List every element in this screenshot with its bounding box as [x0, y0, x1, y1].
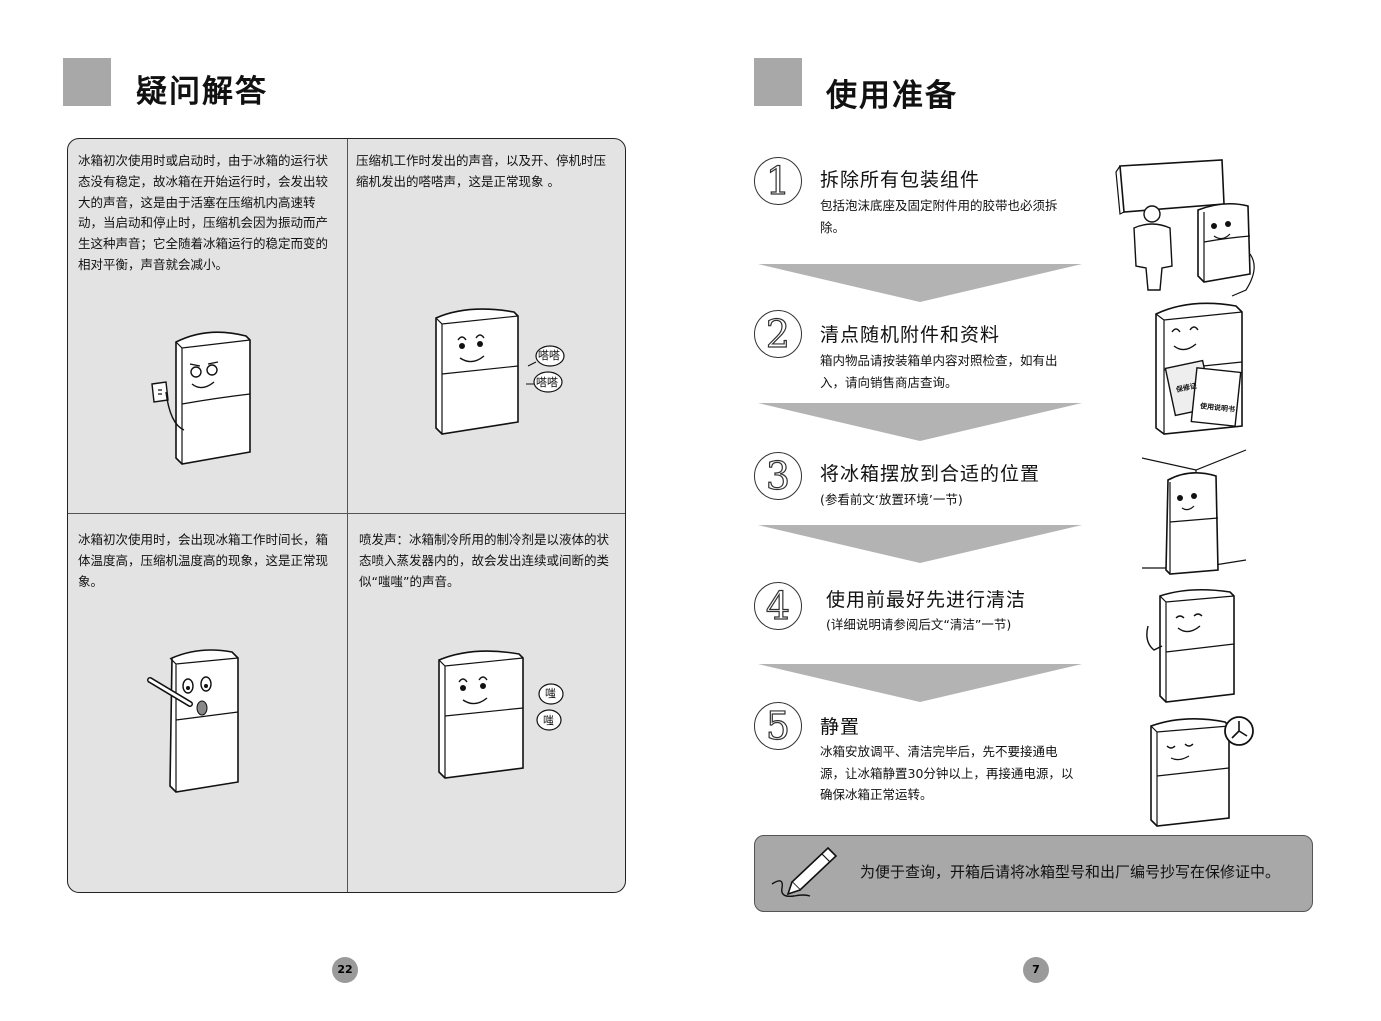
- tip-box: [754, 835, 1313, 912]
- right-page-number: 7: [1023, 957, 1049, 983]
- qa-text-4: 喷发声：冰箱制冷所用的制冷剂是以液体的状态喷入蒸发器内的，故会发出连续或间断的类…: [359, 532, 610, 589]
- speech-bubble-icon: 嗤: [545, 687, 556, 700]
- step-arrow-2: [758, 403, 1082, 441]
- qa-vertical-divider: [347, 139, 348, 892]
- step-3-number: 3: [765, 453, 791, 498]
- left-header-square: [63, 58, 111, 106]
- step-2-circle: [754, 310, 802, 358]
- speech-bubble-icon: 嗒嗒: [536, 376, 558, 389]
- step-5-desc: 冰箱安放调平、清洁完毕后，先不要接通电源，让冰箱静置30分钟以上，再接通电源，以…: [820, 744, 1074, 802]
- right-header-square: [754, 58, 802, 106]
- step-1-circle: [754, 157, 802, 205]
- qa-panel: 冰箱初次使用时或启动时，由于冰箱的运行状态没有稳定，故冰箱在开始运行时，会发出较…: [67, 138, 626, 893]
- qa-text-2: 压缩机工作时发出的声音，以及开、停机时压缩机发出的嗒嗒声，这是正常现象 。: [356, 153, 607, 189]
- clock-icon: [1222, 714, 1256, 748]
- left-page-title: 疑问解答: [136, 74, 268, 110]
- speech-bubble-icon: 嗤: [543, 714, 554, 727]
- speech-bubble-icon: 嗒嗒: [538, 349, 560, 362]
- fridge-icon: [1150, 298, 1250, 438]
- fridge-icon: [1114, 158, 1264, 298]
- step-2-number: 2: [765, 311, 791, 356]
- step-1-desc: 包括泡沫底座及固定附件用的胶带也必须拆除。: [820, 198, 1058, 235]
- step-3-circle: [754, 452, 802, 500]
- step-5-title: 静置: [820, 716, 861, 738]
- step-2-desc: 箱内物品请按装箱单内容对照检查，如有出入，请向销售商店查询。: [820, 353, 1058, 390]
- step-4-desc: (详细说明请参阅后文“清洁”一节): [826, 617, 1012, 632]
- step-2-title: 清点随机附件和资料: [820, 324, 1001, 346]
- fridge-icon: [1145, 714, 1245, 832]
- fridge-icon: [138, 324, 268, 469]
- qa-text-3: 冰箱初次使用时，会出现冰箱工作时间长，箱体温度高，压缩机温度高的现象，这是正常现…: [78, 532, 329, 589]
- step-arrow-3: [758, 525, 1082, 563]
- qa-horizontal-divider: [68, 513, 625, 514]
- tip-text: 为便于查询，开箱后请将冰箱型号和出厂编号抄写在保修证中。: [860, 863, 1281, 881]
- step-3-desc: (参看前文‘放置环境’一节): [820, 492, 963, 507]
- step-4-circle: [754, 582, 802, 630]
- step-4-title: 使用前最好先进行清洁: [826, 589, 1027, 611]
- qa-text-1: 冰箱初次使用时或启动时，由于冰箱的运行状态没有稳定，故冰箱在开始运行时，会发出较…: [78, 153, 329, 272]
- step-5-circle: [754, 702, 802, 750]
- right-page-title: 使用准备: [826, 78, 958, 114]
- fridge-icon: [1142, 586, 1242, 706]
- step-4-number: 4: [765, 583, 791, 628]
- step-5-number: 5: [765, 703, 791, 748]
- step-1-number: 1: [765, 158, 791, 203]
- left-page-number: 22: [332, 957, 358, 983]
- fridge-icon: [148, 644, 248, 804]
- fridge-icon: [428, 304, 568, 444]
- step-arrow-4: [758, 664, 1082, 702]
- fridge-icon: [1138, 448, 1253, 583]
- fridge-icon: [433, 644, 573, 794]
- pencil-icon: [770, 844, 842, 904]
- step-1-title: 拆除所有包装组件: [820, 169, 981, 191]
- step-3-title: 将冰箱摆放到合适的位置: [820, 463, 1041, 485]
- step-arrow-1: [758, 264, 1082, 302]
